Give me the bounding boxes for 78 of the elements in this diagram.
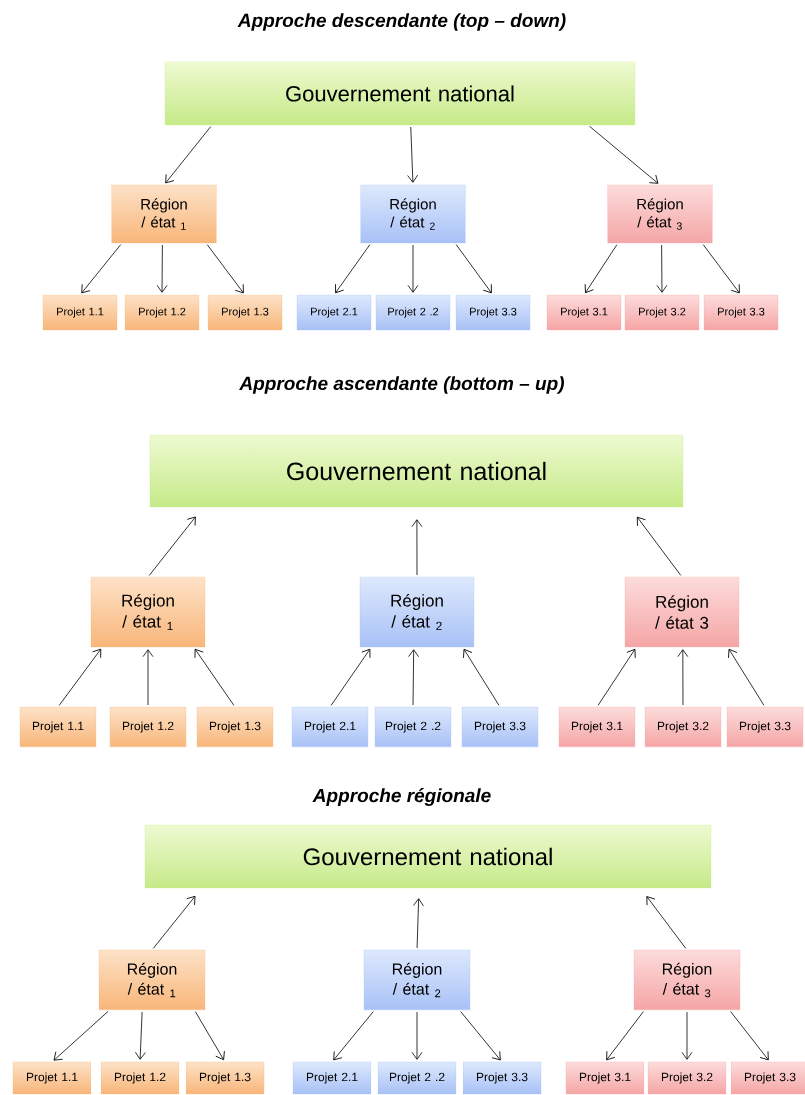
arrow [460,1011,501,1061]
region-box: Région / état $_{1}$ [90,576,206,648]
project-box: Projet 2.1 [296,294,372,331]
project-box: Projet 1.2 [109,706,187,748]
region-box: Région / état $_{2}$ [363,949,471,1011]
region-box: Région / état $_{3}$ [633,949,741,1011]
project-box: Projet 1.2 [100,1061,180,1095]
project-box: Projet 2 .2 [377,1061,457,1095]
arrow [81,244,122,294]
project-box: Projet 3.1 [565,1061,645,1095]
arrow [53,1010,109,1061]
project-box: Projet 3.1 [546,294,622,331]
arrow [730,1011,769,1061]
project-box: Projet 2 .2 [374,706,452,748]
region-box: Région / état $_{3}$ [607,184,713,244]
region-box: Région / état $_{1}$ [98,949,206,1011]
project-box: Projet 1.3 [185,1061,265,1095]
arrow [728,648,765,706]
project-box: Projet 3.3 [462,1061,542,1095]
project-box: Projet 2 .2 [375,294,451,331]
arrow [656,244,668,293]
arrow [463,648,500,706]
arrow [165,126,212,184]
project-box: Projet 3.3 [455,294,531,331]
arrow [636,516,682,576]
arrow [646,896,687,949]
arrow [148,516,196,576]
arrow [597,648,636,706]
heading: Approche ascendante (bottom – up) [239,376,564,394]
government-box: Gouvernement national [164,61,636,126]
region-box: Région / état $_{2}$ [360,184,466,244]
project-box: Projet 1.3 [196,706,274,748]
arrow [411,519,423,576]
arrow [194,648,235,706]
arrow [135,1011,146,1060]
arrow [333,1011,374,1061]
project-box: Projet 2.1 [292,1061,372,1095]
arrow [152,895,196,949]
project-box: Projet 1.1 [19,706,97,748]
arrow [606,1011,644,1061]
project-box: Projet 3.3 [726,706,804,748]
arrow [413,898,424,949]
project-box: Projet 3.2 [647,1061,727,1095]
project-box: Projet 1.1 [42,294,118,331]
project-box: Projet 1.1 [12,1061,92,1095]
project-box: Projet 1.3 [207,294,283,331]
arrow [702,244,740,294]
arrow [584,244,618,294]
arrow [411,1011,423,1060]
arrow [408,649,419,706]
arrow [195,1011,225,1061]
arrow [142,649,154,706]
arrow [455,244,492,294]
project-box: Projet 3.1 [558,706,636,748]
project-box: Projet 3.3 [703,294,779,331]
project-box: Projet 1.2 [124,294,200,331]
arrow [407,126,418,183]
arrow [677,649,689,706]
project-box: Projet 3.2 [624,294,700,331]
arrow [156,244,168,293]
government-box: Gouvernement national [149,434,684,508]
arrow [335,244,371,294]
arrow [206,244,244,294]
project-box: Projet 3.3 [461,706,539,748]
project-box: Projet 3.3 [730,1061,805,1095]
arrow [407,244,419,293]
government-box: Gouvernement national [144,824,712,889]
arrow [681,1011,693,1060]
region-box: Région / état $_{2}$ [359,576,475,648]
heading: Approche descendante (top – down) [237,13,566,31]
arrow [330,648,371,706]
arrow [589,125,659,184]
region-box: Région / état $_{1}$ [111,184,217,244]
project-box: Projet 3.2 [644,706,722,748]
project-box: Projet 2.1 [291,706,369,748]
heading: Approche régionale [312,788,491,806]
region-box: Région / état 3 [624,576,740,648]
arrow [58,648,102,706]
